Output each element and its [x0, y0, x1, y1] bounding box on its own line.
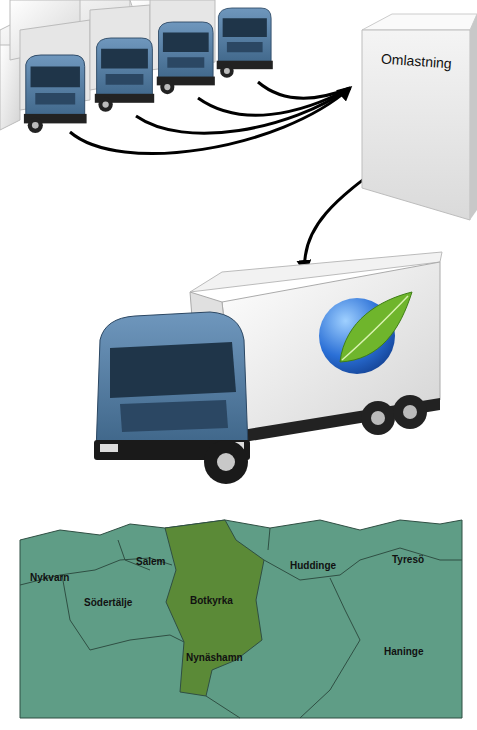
municipality-name: Huddinge — [290, 560, 336, 571]
municipality-name: Södertälje — [84, 597, 132, 608]
municipality-name: Tyresö — [392, 554, 424, 565]
big-truck — [94, 252, 442, 484]
reload-box — [362, 14, 477, 220]
municipality-name: Salem — [136, 556, 165, 567]
municipality-name: Nykvarn — [30, 572, 69, 583]
box-label: Omlastning — [380, 51, 452, 72]
municipality-name: Nynäshamn — [186, 652, 243, 663]
region-map — [20, 520, 462, 718]
municipality-name: Botkyrka — [190, 595, 233, 606]
flow-arrows — [70, 82, 400, 272]
reload-box: Omlastning — [364, 34, 468, 184]
municipality-name: Haninge — [384, 646, 423, 657]
